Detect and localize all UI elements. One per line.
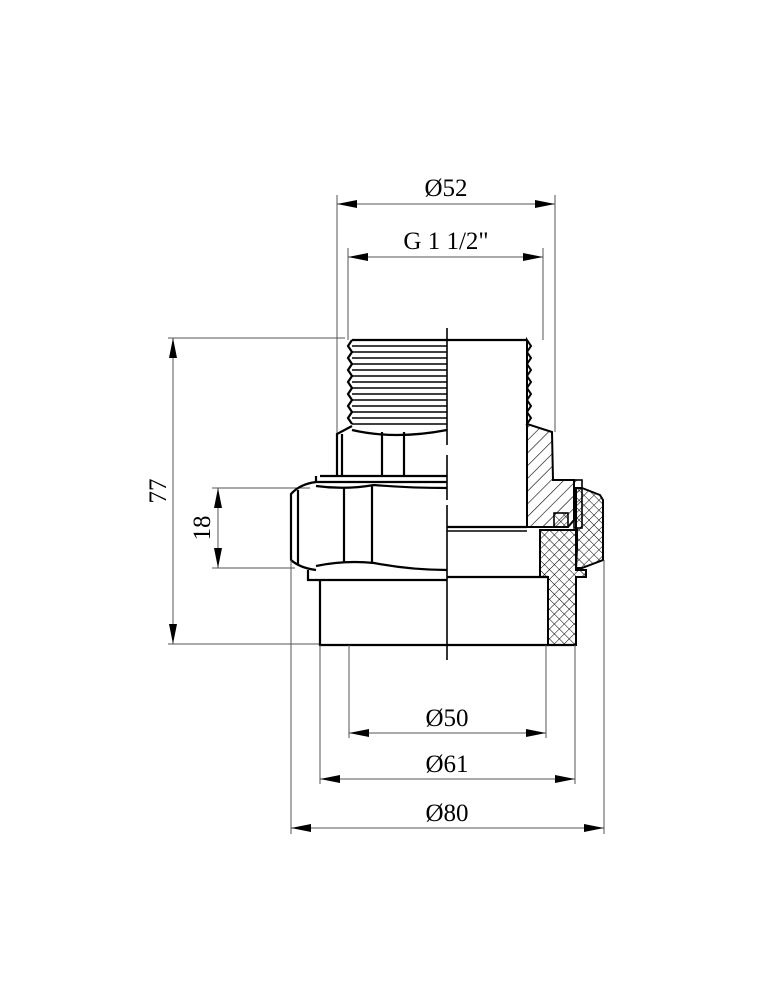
dimension-label-top-thread: G 1 1/2" [403,228,488,255]
dimension-bottom-inner: Ø50 [348,645,547,738]
dimension-height-nut: 18 [189,487,310,569]
dimension-label-bottom-mid: Ø61 [425,751,468,778]
fitting-body [289,328,604,660]
dimension-label-top-outer: Ø52 [424,175,467,202]
thread-lines [352,345,447,425]
dimension-label-bottom-outer: Ø80 [425,800,468,827]
dimension-top-thread: G 1 1/2" [347,228,544,340]
dimension-bottom-outer: Ø80 [290,560,605,834]
dimension-top-outer: Ø52 [336,175,556,470]
dimension-bottom-mid: Ø61 [319,645,576,784]
dimension-label-height-nut: 18 [189,516,216,541]
dimension-label-bottom-inner: Ø50 [425,705,468,732]
dimension-height-total: 77 [145,337,345,645]
dimension-label-height-total: 77 [145,479,172,504]
